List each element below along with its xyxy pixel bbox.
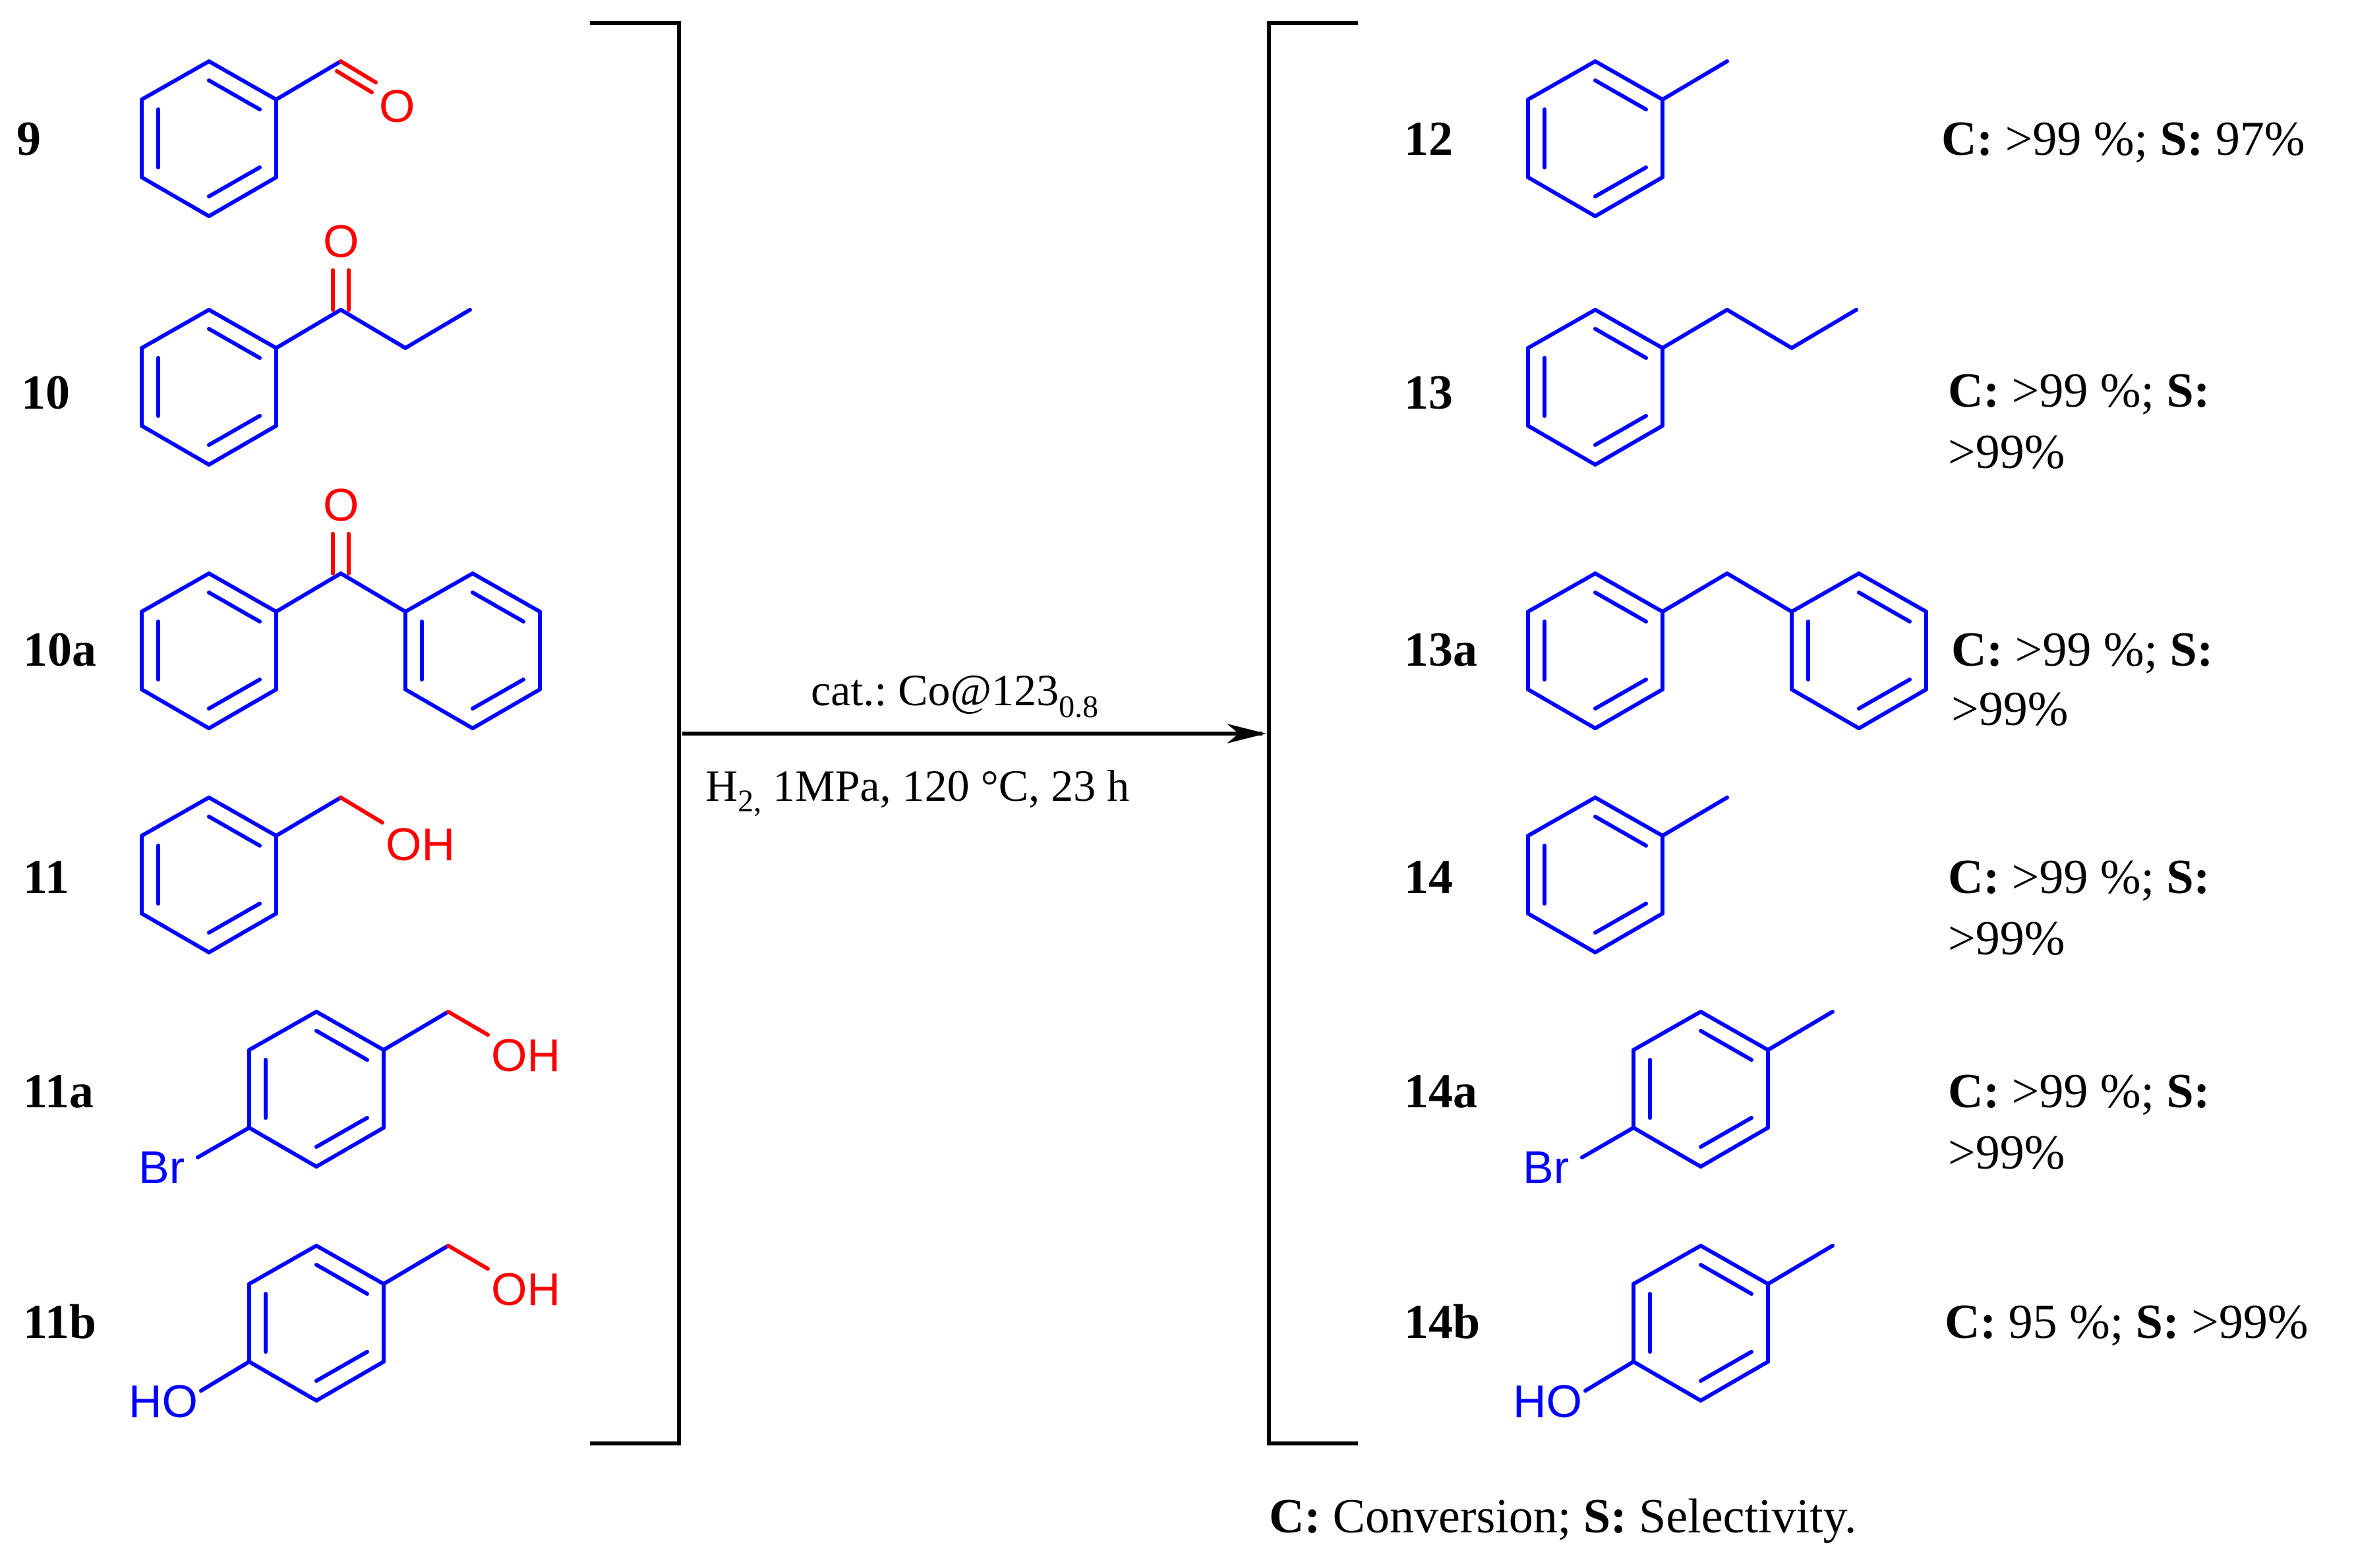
atom-bromine: Br xyxy=(138,1142,185,1193)
atom-hydroxyl-left: HO xyxy=(129,1376,198,1427)
result-14a: C: >99 %; S: >99% xyxy=(1948,1064,2210,1180)
atom-oxygen: O xyxy=(379,80,415,132)
compound-label-13: 13 xyxy=(1404,366,1453,420)
svg-text:>99%: >99% xyxy=(1948,425,2065,479)
structure-toluene xyxy=(1526,796,1729,954)
atom-oxygen: O xyxy=(323,479,359,531)
compound-label-10: 10 xyxy=(21,366,70,420)
reactant-bracket xyxy=(590,21,681,1445)
compound-label-9: 9 xyxy=(16,112,41,166)
footnote: C: Conversion; S: Selectivity. xyxy=(1269,1490,1856,1544)
result-13: C: >99 %; S: >99% xyxy=(1948,364,2210,479)
svg-text:C: >99 %; S:: C: >99 %; S: xyxy=(1948,364,2210,418)
structure-p-cresol: HO xyxy=(1513,1244,1835,1427)
structure-4-bromobenzyl-alcohol: OH Br xyxy=(138,1010,560,1193)
compound-label-10a: 10a xyxy=(23,623,96,677)
product-list: 12 13 13a 14 14a 14b xyxy=(1404,59,2309,1427)
svg-text:>99%: >99% xyxy=(1951,682,2068,736)
compound-label-12: 12 xyxy=(1404,112,1453,166)
atom-oxygen: O xyxy=(323,216,359,267)
atom-hydroxyl-left: HO xyxy=(1513,1376,1582,1427)
compound-label-14b: 14b xyxy=(1404,1295,1480,1349)
structure-4-bromotoluene: Br xyxy=(1523,1010,1835,1193)
result-13a: C: >99 %; S: >99% xyxy=(1951,623,2213,736)
compound-label-11: 11 xyxy=(23,850,69,904)
result-12: C: >99 %; S: 97% xyxy=(1941,112,2305,166)
reaction-arrow-group: cat.: Co@1230.8 H2, 1MPa, 120 °C, 23 h xyxy=(682,665,1266,819)
structure-diphenylmethane xyxy=(1526,571,1928,730)
svg-text:>99%: >99% xyxy=(1948,1126,2065,1180)
compound-label-14: 14 xyxy=(1404,850,1453,904)
compound-label-14a: 14a xyxy=(1404,1064,1477,1118)
structure-toluene xyxy=(1526,59,1729,218)
compound-label-11b: 11b xyxy=(23,1295,96,1349)
result-14b: C: 95 %; S: >99% xyxy=(1945,1295,2309,1349)
compound-label-11a: 11a xyxy=(23,1064,94,1118)
structure-benzaldehyde: O xyxy=(140,59,415,218)
svg-text:C: >99 %; S:: C: >99 %; S: xyxy=(1951,623,2213,677)
structure-benzophenone: O xyxy=(140,479,542,730)
atom-hydroxyl: OH xyxy=(386,819,455,870)
svg-text:C: >99 %; S:: C: >99 %; S: xyxy=(1948,1064,2210,1118)
svg-text:C: >99 %; S: 97%: C: >99 %; S: 97% xyxy=(1941,112,2305,166)
structure-4-hydroxybenzyl-alcohol: OH HO xyxy=(129,1244,560,1427)
structure-benzyl-alcohol: OH xyxy=(140,796,455,954)
atom-hydroxyl: OH xyxy=(491,1030,560,1081)
result-14: C: >99 %; S: >99% xyxy=(1948,850,2210,966)
structure-propiophenone: O xyxy=(140,216,472,467)
atom-hydroxyl: OH xyxy=(491,1263,560,1315)
atom-bromine: Br xyxy=(1523,1142,1569,1193)
svg-text:>99%: >99% xyxy=(1948,912,2065,966)
catalyst-label: cat.: Co@1230.8 xyxy=(811,665,1098,724)
structure-propylbenzene xyxy=(1526,308,1858,467)
compound-label-13a: 13a xyxy=(1404,623,1477,677)
svg-text:C: >99 %; S:: C: >99 %; S: xyxy=(1948,850,2210,904)
reactant-list: 9 10 10a 11 11a 11b O O xyxy=(16,59,560,1427)
svg-text:C: 95 %; S: >99%: C: 95 %; S: >99% xyxy=(1945,1295,2309,1349)
reaction-conditions: H2, 1MPa, 120 °C, 23 h xyxy=(705,761,1129,819)
product-bracket xyxy=(1267,21,1358,1445)
